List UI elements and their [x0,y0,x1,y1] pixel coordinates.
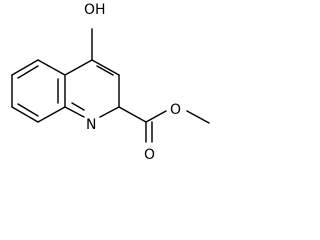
bond-pyridine-inner-1 [96,65,114,76]
bonds [11,28,210,143]
hydroxyl-label: OH [84,2,106,18]
bond-pyridine-5 [64,106,85,118]
bond-pyridine-1 [64,59,93,76]
bond-pyridine-inner-2 [71,102,85,111]
carbonyl-oxygen-label: O [144,147,155,163]
ring-nitrogen-label: N [86,117,96,133]
bond-benzene-4 [37,106,66,123]
bond-pyridine-2 [91,59,120,76]
bond-benzene-inner-1 [17,65,39,79]
structure-canvas: OH N O O [11,2,210,163]
bond-benzene-1 [11,59,39,76]
bond-pyridine-4 [99,106,120,118]
bond-ester-carbonyl-carbon [118,106,147,123]
molecule-structure: OH N O O [11,2,210,163]
atom-labels: OH N O O [84,2,181,163]
bond-benzene-2 [37,59,66,76]
bond-benzene-inner-3 [17,103,39,117]
bond-ester-oxygen-left [145,110,167,123]
bond-ester-oxygen-right [186,110,210,124]
bond-benzene-5 [11,106,39,123]
ester-oxygen-label: O [170,102,181,118]
